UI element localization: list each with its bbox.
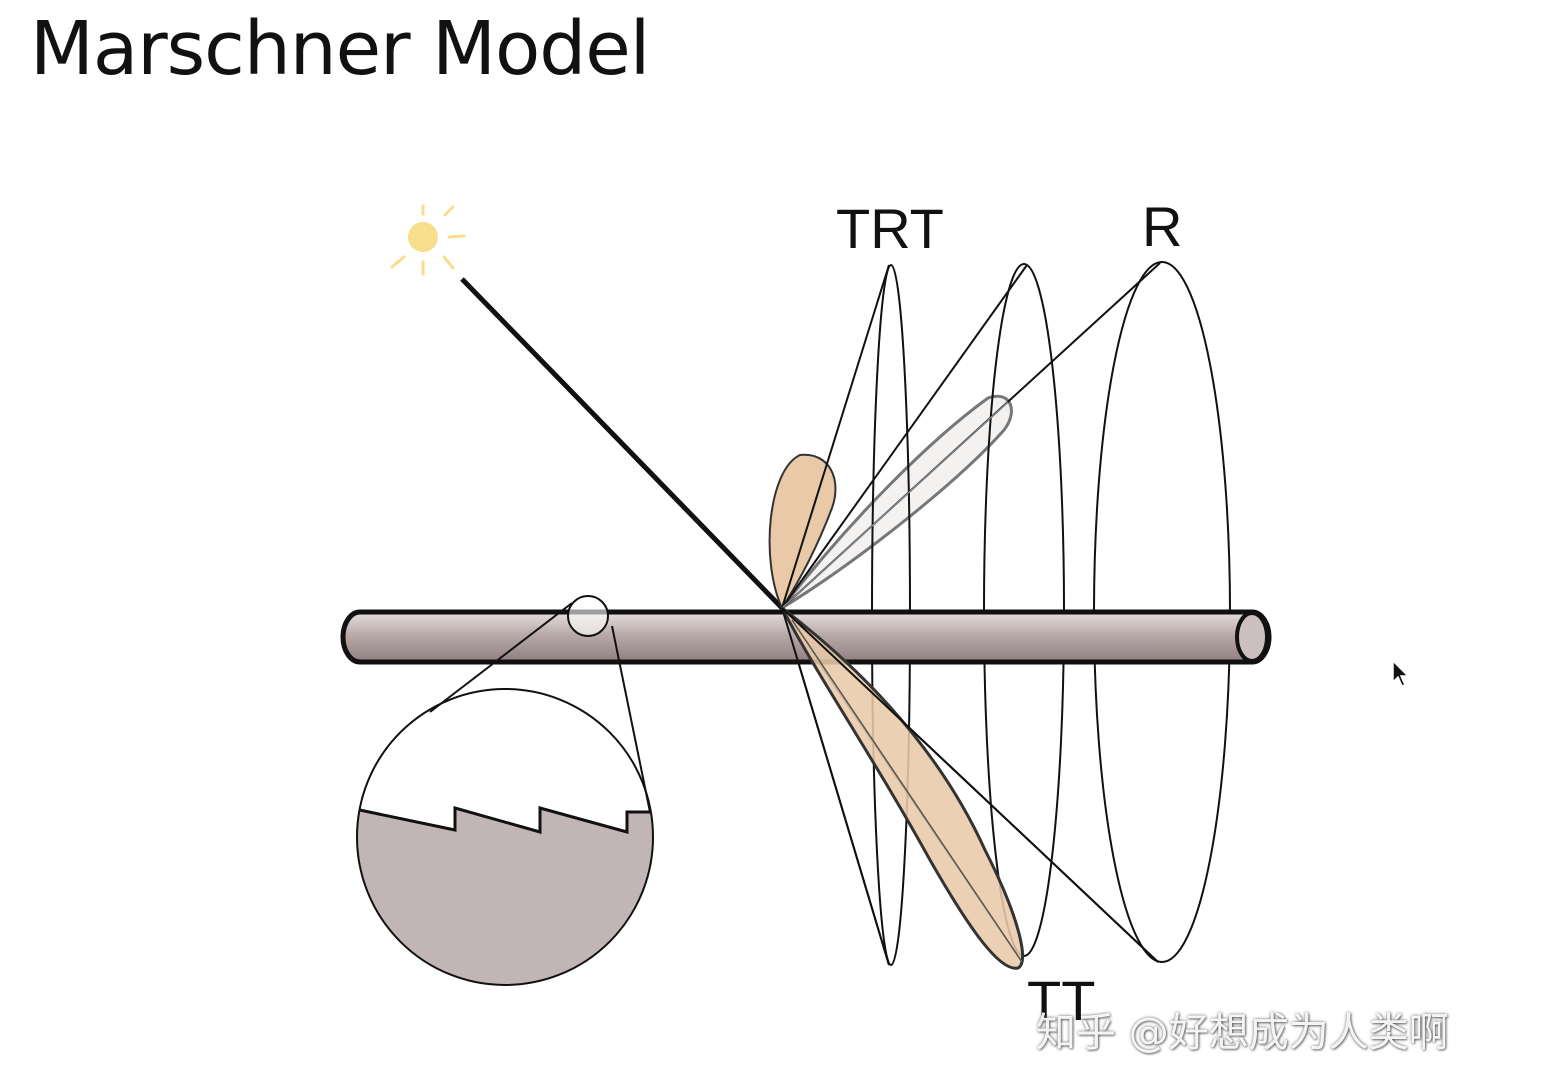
- sun-icon: [390, 204, 466, 276]
- cuticle-magnifier: [356, 595, 654, 986]
- r-label: R: [1142, 195, 1182, 258]
- trt-label: TRT: [836, 197, 944, 260]
- trt-lobe: [768, 453, 837, 611]
- cursor-icon: [1392, 660, 1410, 687]
- watermark-text: 知乎 @好想成为人类啊: [1036, 1010, 1449, 1056]
- slide-title: Marschner Model: [30, 6, 650, 92]
- incident-ray: [460, 277, 784, 610]
- tt-label: TT: [1027, 969, 1095, 1032]
- tt-lobe: [780, 606, 1025, 970]
